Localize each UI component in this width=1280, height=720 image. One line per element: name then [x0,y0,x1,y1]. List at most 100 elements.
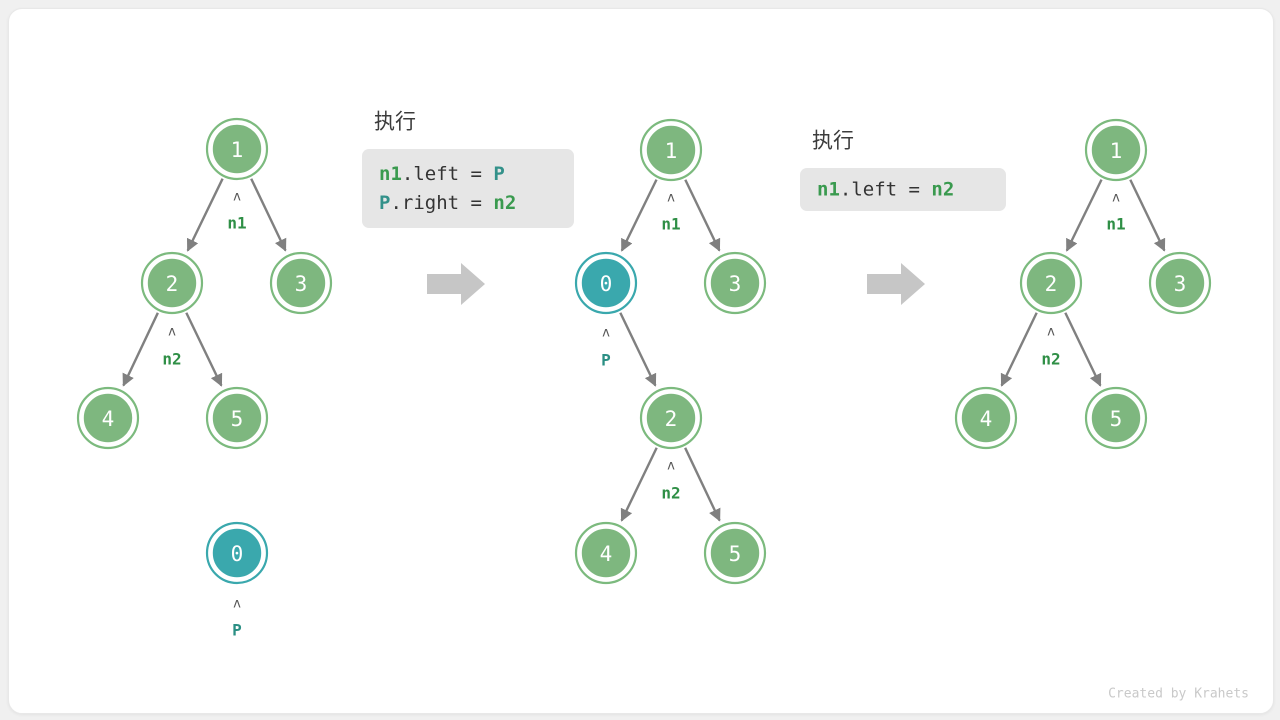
node-disc [1089,123,1143,177]
caret-icon: ʌ [233,190,241,205]
node-value: 1 [231,138,244,162]
tree-edge [684,447,721,522]
node-disc [1024,256,1078,310]
node-value: 2 [166,272,179,296]
tree-node[interactable]: 5 [703,521,767,585]
code-line: n1.left = n2 [817,179,954,201]
node-value: 1 [1110,139,1123,163]
node-disc [579,256,633,310]
tree-edge [186,178,224,252]
tree-node[interactable]: 1 [205,117,269,181]
tree-edge [1129,179,1166,252]
node-disc [708,256,762,310]
code-line: P.right = n2 [379,192,516,214]
caret-icon: ʌ [667,459,675,474]
tree-edge [1065,179,1103,252]
node-outer-ring [1019,251,1083,315]
pointer-label-n2: ʌn2 [1041,325,1060,369]
node-disc [579,526,633,580]
node-value: 4 [102,407,115,431]
node-disc [274,256,328,310]
pointer-label-n2: ʌ n2 [661,459,680,503]
node-outer-ring [1148,251,1212,315]
node-disc [210,391,264,445]
node-outer-ring [205,117,269,181]
tree-edge [122,312,159,387]
nodes-layer: 1 2 3 4 5 0 1 0 3 2 4 5 1 2 3 4 5 [76,117,1212,585]
node-outer-ring [1084,386,1148,450]
tree-node[interactable]: 5 [1084,386,1148,450]
tree-node[interactable]: 3 [1148,251,1212,315]
tree-node[interactable]: 4 [76,386,140,450]
transition-arrow-2 [867,263,925,305]
credit-text: Created by Krahets [1108,687,1249,702]
pointer-label-n1: ʌn1 [1106,191,1125,234]
node-outer-ring [954,386,1018,450]
node-value: 2 [665,407,678,431]
node-outer-ring [205,521,269,585]
transition-arrows-layer [427,263,925,305]
tree-edge [1064,312,1102,387]
pointer-label-n2: ʌn2 [162,325,181,369]
node-disc [210,526,264,580]
tree-node[interactable]: 3 [703,251,767,315]
pointer-label-text: n2 [661,484,680,503]
exec-label: 执行 [374,111,416,134]
node-value: 3 [1174,272,1187,296]
transition-arrow-1 [427,263,485,305]
tree-node[interactable]: 2 [1019,251,1083,315]
tree-node[interactable]: 4 [574,521,638,585]
tree-node[interactable]: 2 [639,386,703,450]
node-value: 4 [600,542,613,566]
edges-layer [122,178,1166,522]
node-value: 5 [729,542,742,566]
tree-edge [620,447,658,522]
tree-node[interactable]: 2 [140,251,204,315]
node-disc [644,123,698,177]
node-disc [644,391,698,445]
node-outer-ring [140,251,204,315]
pointer-label-n1: ʌ n1 [661,191,680,234]
code-line: n1.left = P [379,163,505,185]
node-disc [81,391,135,445]
node-disc [959,391,1013,445]
node-disc [1153,256,1207,310]
tree-edge [185,312,223,387]
caret-icon: ʌ [602,326,610,341]
pointer-label-text: n1 [661,215,680,234]
node-value: 2 [1045,272,1058,296]
pointer-label-p: ʌP [232,597,242,640]
node-outer-ring [574,251,638,315]
node-value: 5 [231,407,244,431]
tree-edge [684,179,721,252]
tree-node[interactable]: 1 [639,118,703,182]
node-value: 0 [600,272,613,296]
caret-icon: ʌ [667,191,675,206]
node-value: 5 [1110,407,1123,431]
pointer-label-text: P [232,621,242,640]
step-1: 执行 n1.left = P P.right = n2 [362,111,574,228]
tree-node[interactable]: 1 [1084,118,1148,182]
code-box [800,168,1006,211]
node-disc [1089,391,1143,445]
node-outer-ring [703,251,767,315]
pointer-label-text: P [601,351,611,370]
tree-node[interactable]: 4 [954,386,1018,450]
tree-node[interactable]: 0 [574,251,638,315]
node-disc [210,122,264,176]
node-disc [145,256,199,310]
tree-node[interactable]: 0 [205,521,269,585]
tree-node[interactable]: 5 [205,386,269,450]
node-value: 1 [665,139,678,163]
node-outer-ring [205,386,269,450]
tree-node[interactable]: 3 [269,251,333,315]
pointer-label-text: n1 [227,214,246,233]
pointer-label-text: n2 [162,350,181,369]
tree-edge [250,178,287,252]
node-outer-ring [703,521,767,585]
